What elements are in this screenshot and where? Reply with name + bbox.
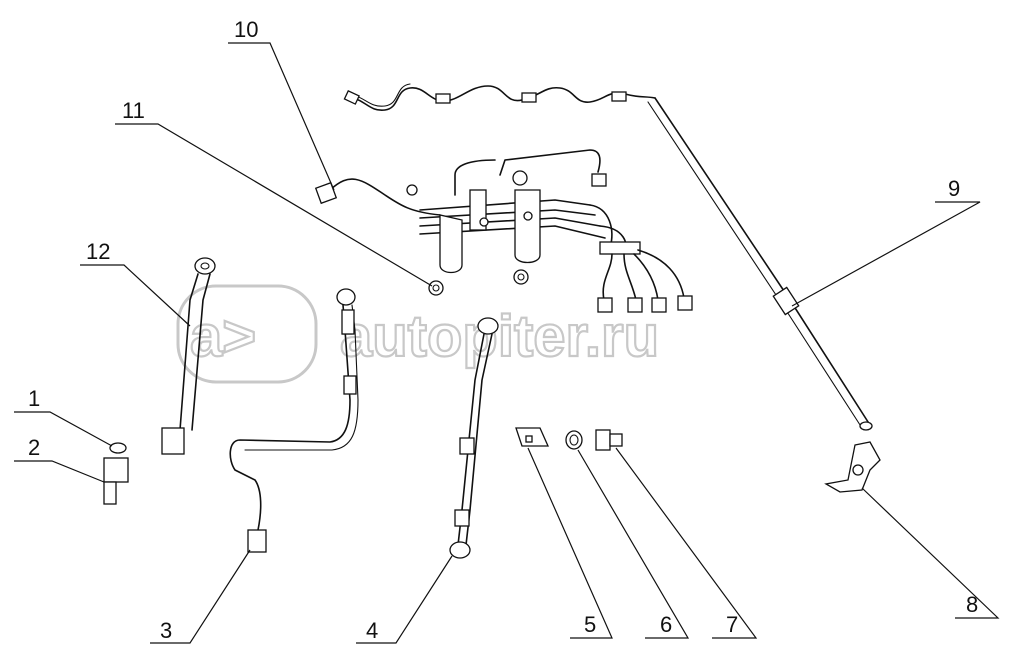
part-banjo-bolt <box>595 429 623 451</box>
callout-6: 6 <box>660 612 672 637</box>
leader-8 <box>861 487 1000 619</box>
part-washer <box>428 280 444 296</box>
callout-8: 8 <box>966 592 978 617</box>
leader-3 <box>150 549 251 644</box>
leader-9 <box>791 201 981 307</box>
callout-3: 3 <box>160 618 172 643</box>
part-bracket <box>824 441 881 493</box>
callout-9: 9 <box>948 176 960 201</box>
callout-2: 2 <box>28 435 40 460</box>
part-connector-fitting <box>103 457 129 505</box>
leader-6 <box>577 449 690 639</box>
callout-12: 12 <box>86 239 110 264</box>
callout-10: 10 <box>234 17 258 42</box>
part-injector-pipe-bundle <box>314 149 693 313</box>
part-clamp-plate <box>515 427 550 447</box>
watermark: a> autopiter.ru <box>176 284 660 384</box>
leader-1 <box>14 411 113 447</box>
leader-5 <box>527 447 613 639</box>
leader-7 <box>615 447 758 639</box>
part-return-line <box>343 83 656 111</box>
part-banjo-hose <box>161 257 216 455</box>
part-seal-ring <box>109 442 127 454</box>
leader-4 <box>356 555 453 644</box>
callout-7: 7 <box>726 612 738 637</box>
callout-labels: 1 2 3 4 5 6 7 8 9 10 11 12 <box>28 17 978 643</box>
leader-12 <box>80 264 191 327</box>
callout-11: 11 <box>122 98 145 123</box>
watermark-text: autopiter.ru <box>340 304 659 369</box>
callout-1: 1 <box>28 386 40 411</box>
leader-11 <box>115 123 433 287</box>
leader-2 <box>14 460 105 483</box>
part-long-tube <box>647 97 873 431</box>
leader-10 <box>228 42 335 191</box>
part-washer-center <box>513 269 529 285</box>
callout-leaders <box>14 42 1000 644</box>
watermark-logo-frame <box>176 284 318 384</box>
callout-5: 5 <box>584 612 596 637</box>
part-long-hose <box>449 317 499 559</box>
part-bent-pipe <box>229 288 359 553</box>
part-sealing-washer <box>565 430 583 450</box>
callout-4: 4 <box>366 618 378 643</box>
